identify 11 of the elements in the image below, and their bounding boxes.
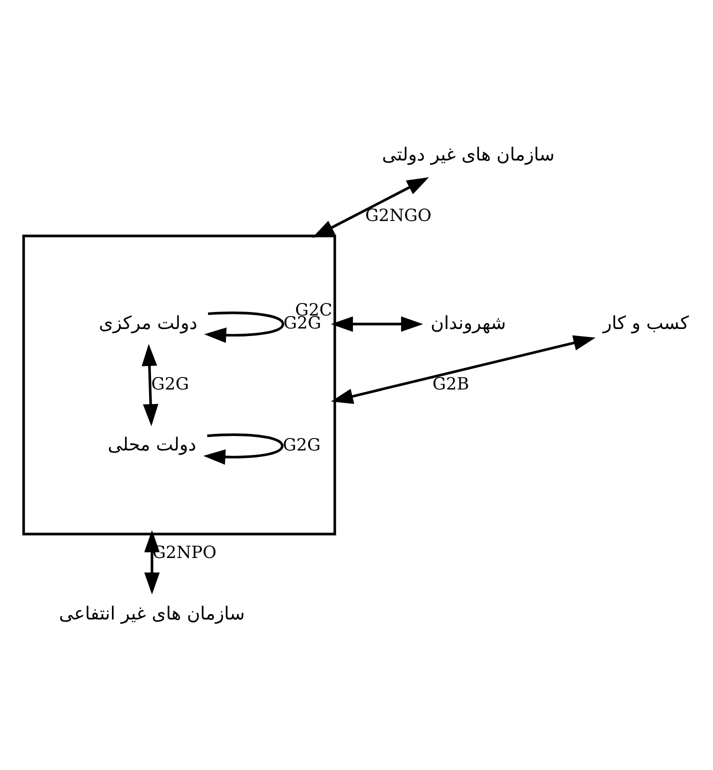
edge-label: G2B bbox=[432, 373, 470, 394]
node-text: کسب و کار bbox=[603, 312, 689, 334]
edge-label: G2G bbox=[151, 373, 189, 394]
edge-label: G2NGO bbox=[365, 204, 432, 225]
edge-label: G2NPO bbox=[152, 542, 216, 562]
node-text: دولت محلی bbox=[108, 434, 196, 456]
node-text: دولت مرکزی bbox=[98, 312, 198, 334]
node-text: شهروندان bbox=[430, 312, 506, 334]
node-text: سازمان های غیر انتفاعی bbox=[59, 603, 245, 624]
edge-label: G2G bbox=[282, 434, 321, 454]
node-text: سازمان های غیر دولتی bbox=[382, 144, 555, 166]
